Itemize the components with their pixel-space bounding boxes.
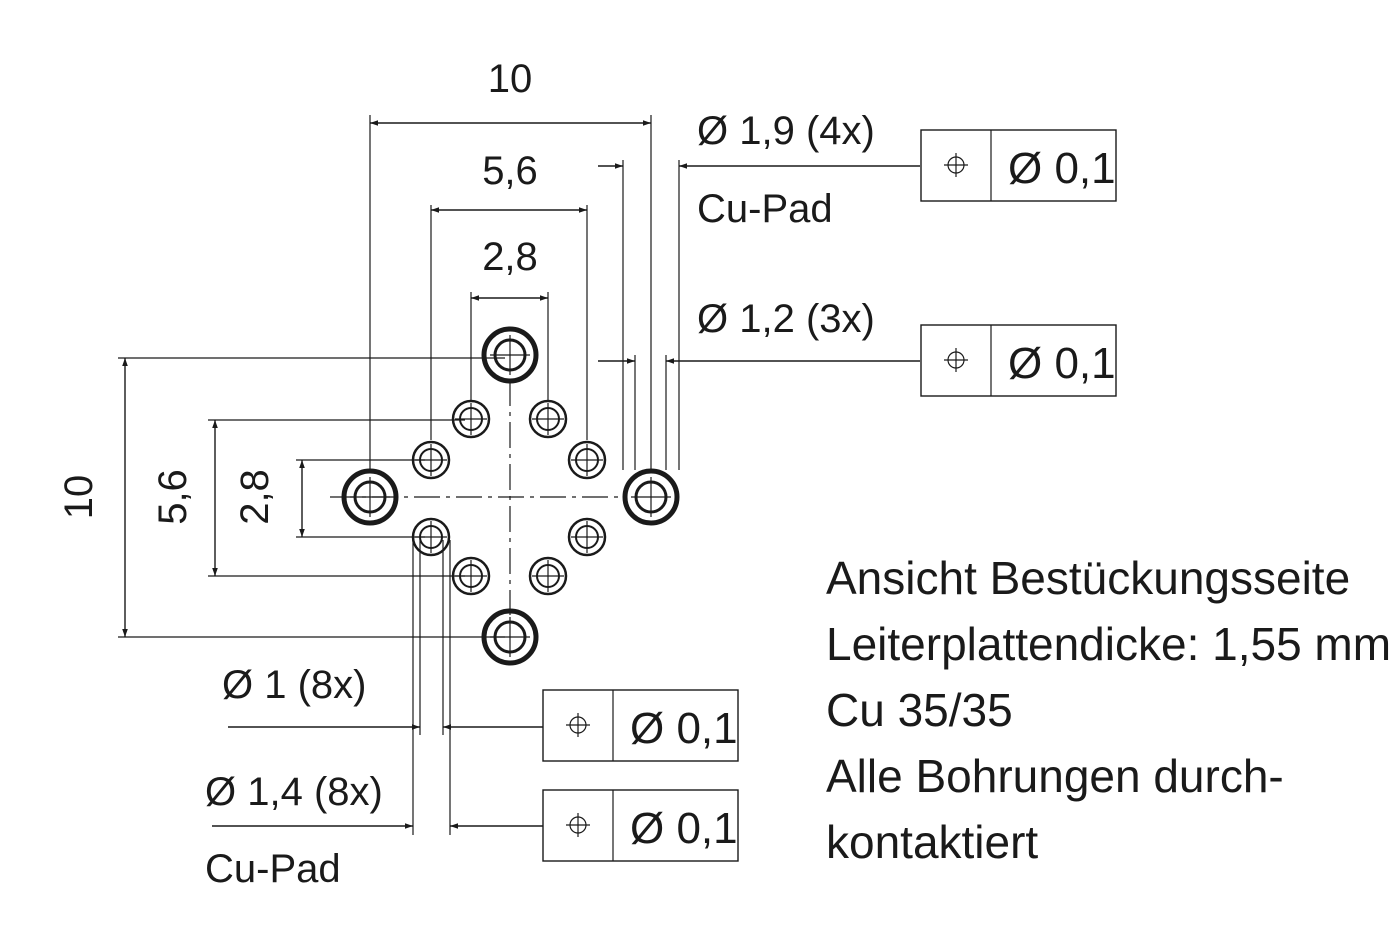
dim-left-5-6: 5,6: [151, 469, 195, 525]
tolerance-value-1: Ø 0,1: [1008, 144, 1116, 193]
dim-top-10: 10: [488, 57, 533, 101]
tolerance-frame-4: Ø 0,1: [542, 789, 739, 862]
large-pad-top: [481, 326, 539, 384]
label-small-pad-diameter: Ø 1,4 (8x): [205, 770, 383, 814]
dim-top-5-6: 5,6: [482, 149, 538, 193]
position-icon: [566, 713, 590, 737]
label-small-pad-note: Cu-Pad: [205, 847, 341, 891]
large-pads: [341, 326, 680, 666]
tolerance-value-3: Ø 0,1: [630, 704, 738, 753]
small-pad-4: [567, 440, 607, 480]
top-dimension-lines: [369, 115, 652, 470]
tolerance-frame-2: Ø 0,1: [920, 324, 1117, 397]
label-large-hole-diameter: Ø 1,2 (3x): [697, 297, 875, 341]
label-small-hole-diameter: Ø 1 (8x): [222, 663, 366, 707]
label-large-pad-diameter: Ø 1,9 (4x): [697, 109, 875, 153]
notes-block: Ansicht Bestückungsseite Leiterplattendi…: [826, 552, 1391, 868]
small-pad-6: [567, 517, 607, 557]
note-line-4: Alle Bohrungen durch-: [826, 750, 1284, 802]
note-line-5: kontaktiert: [826, 816, 1038, 868]
position-icon: [944, 153, 968, 177]
dim-left-2-8: 2,8: [233, 469, 277, 525]
left-dimension-lines: [118, 357, 505, 638]
small-pad-1: [451, 399, 491, 439]
tolerance-value-4: Ø 0,1: [630, 804, 738, 853]
note-line-2: Leiterplattendicke: 1,55 mm: [826, 618, 1391, 670]
dim-left-10: 10: [57, 475, 101, 520]
position-icon: [566, 813, 590, 837]
dim-top-2-8: 2,8: [482, 235, 538, 279]
note-line-3: Cu 35/35: [826, 684, 1013, 736]
small-pad-callout-lines: [212, 540, 543, 835]
note-line-1: Ansicht Bestückungsseite: [826, 552, 1350, 604]
position-icon: [944, 348, 968, 372]
small-pad-2: [528, 399, 568, 439]
tolerance-value-2: Ø 0,1: [1008, 339, 1116, 388]
label-large-pad-note: Cu-Pad: [697, 187, 833, 231]
large-pad-left: [341, 468, 399, 526]
large-pad-callout-lines: [598, 160, 920, 470]
tolerance-frame-3: Ø 0,1: [542, 689, 739, 762]
small-pad-8: [528, 556, 568, 596]
tolerance-frame-1: Ø 0,1: [920, 129, 1117, 202]
large-pad-right: [622, 468, 680, 526]
